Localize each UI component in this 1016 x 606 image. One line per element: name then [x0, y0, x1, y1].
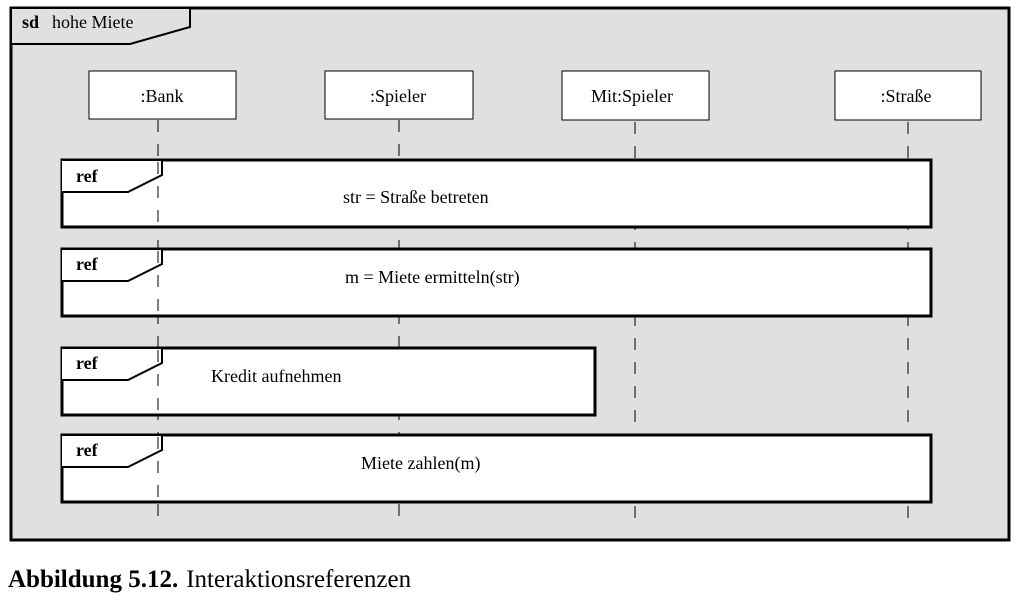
ref-fragment-box: [60, 433, 933, 504]
ref-tag-box: [62, 434, 163, 468]
lifeline-label-bank: :Bank: [141, 86, 184, 106]
ref-tag-box: [62, 347, 163, 381]
lifeline-head-mit-spieler: [561, 70, 710, 121]
frame-kind: sd: [22, 12, 39, 32]
lifeline-head-bank: [88, 70, 237, 120]
lifeline-label-mit-spieler: Mit:Spieler: [591, 86, 673, 106]
lifeline-lines: [157, 120, 909, 522]
lifeline-strasse: :Straße: [834, 70, 982, 121]
ref-tag: ref: [76, 254, 99, 274]
figure-caption: Abbildung 5.12. Interaktionsreferenzen: [8, 566, 411, 594]
ref-tag: ref: [76, 440, 99, 460]
lifeline-mit-spieler: Mit:Spieler: [561, 70, 710, 121]
ref-tag: ref: [76, 166, 99, 186]
ref-fragment-miete-ermitteln: ref m = Miete ermitteln(str): [60, 247, 933, 318]
lifeline-head-strasse: [834, 70, 982, 121]
frame-name-tab: [10, 7, 191, 45]
ref-fragment-kredit-aufnehmen: ref Kredit aufnehmen: [60, 346, 597, 417]
sequence-diagram: sd hohe Miete :Bank :Spieler Mit:Spieler…: [9, 6, 1011, 542]
ref-label: Miete zahlen(m): [361, 453, 480, 474]
caption-number: Abbildung 5.12.: [8, 566, 179, 593]
lifeline-label-strasse: :Straße: [881, 86, 932, 106]
ref-label: str = Straße betreten: [343, 187, 489, 207]
ref-tag-box: [62, 248, 163, 282]
lifeline-spieler: :Spieler: [324, 70, 474, 120]
ref-fragment-box: [60, 158, 933, 229]
ref-tag: ref: [76, 353, 99, 373]
ref-tag-box: [62, 159, 163, 193]
lifeline-label-spieler: :Spieler: [370, 86, 426, 106]
ref-fragment-box: [60, 247, 933, 318]
ref-label: m = Miete ermitteln(str): [345, 267, 520, 288]
frame-title: hohe Miete: [52, 12, 133, 32]
lifeline-bank: :Bank: [88, 70, 237, 120]
ref-fragment-miete-zahlen: ref Miete zahlen(m): [60, 433, 933, 504]
caption-text: Interaktionsreferenzen: [186, 566, 412, 593]
lifeline-head-spieler: [324, 70, 474, 120]
ref-label: Kredit aufnehmen: [211, 366, 341, 386]
ref-fragment-strasse-betreten: ref str = Straße betreten: [60, 158, 933, 229]
